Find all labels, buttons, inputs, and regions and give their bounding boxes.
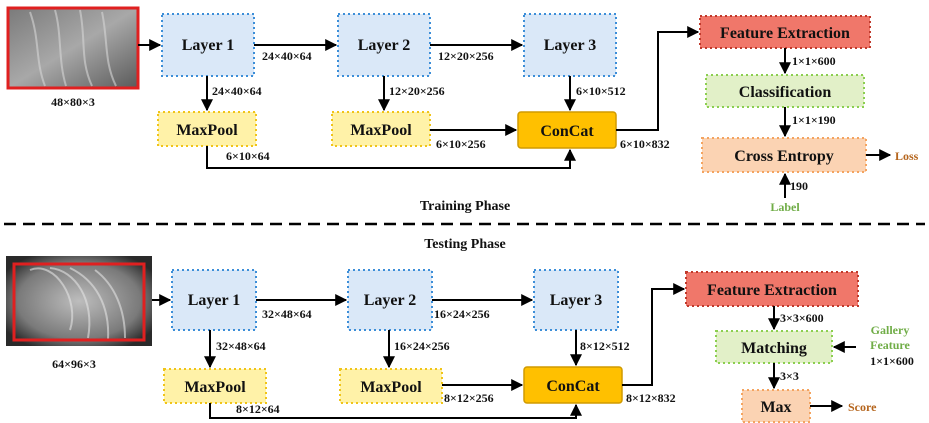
testing-dim-fe-m: 3×3×600 <box>780 311 824 325</box>
testing-phase-label: Testing Phase <box>424 237 506 252</box>
training-loss-text: Loss <box>895 149 919 163</box>
testing-layer3-box: Layer 3 <box>533 269 619 331</box>
training-ce-label: Cross Entropy <box>734 148 833 165</box>
training-concat-box: ConCat <box>517 111 617 149</box>
training-maxpool1-box: MaxPool <box>157 111 257 147</box>
testing-concat-box: ConCat <box>523 366 623 404</box>
training-phase: 48×80×3 Layer 1 Layer 2 Layer 3 MaxPool … <box>6 6 919 214</box>
testing-dim-mp2-cc: 8×12×256 <box>444 391 494 405</box>
training-classification-label: Classification <box>739 84 832 101</box>
training-dim-cl-ce: 1×1×190 <box>792 113 836 127</box>
testing-gallery-text-1: Gallery <box>871 323 910 337</box>
training-fe-label: Feature Extraction <box>720 25 850 42</box>
testing-phase: 64×96×3 Layer 1 Layer 2 Layer 3 MaxPool … <box>6 256 914 423</box>
testing-layer2-label: Layer 2 <box>364 292 417 309</box>
testing-max-label: Max <box>760 399 791 416</box>
testing-layer2-box: Layer 2 <box>347 269 433 331</box>
training-dim-fe-cl: 1×1×600 <box>792 54 836 68</box>
testing-input-image <box>6 256 152 346</box>
training-label-dim: 190 <box>790 179 808 193</box>
testing-layer3-label: Layer 3 <box>550 292 603 309</box>
testing-gallery-dim: 1×1×600 <box>870 354 914 368</box>
testing-feature-extraction-box: Feature Extraction <box>685 271 859 307</box>
testing-matching-box: Matching <box>715 330 833 364</box>
training-feature-extraction-box: Feature Extraction <box>699 15 871 49</box>
testing-arrows <box>152 283 856 419</box>
training-phase-label: Training Phase <box>420 199 510 214</box>
testing-dim-l2-l3: 16×24×256 <box>434 307 490 321</box>
training-classification-box: Classification <box>705 74 865 108</box>
testing-layer1-box: Layer 1 <box>171 269 257 331</box>
training-dim-mp2-cc: 6×10×256 <box>436 137 486 151</box>
testing-concat-label: ConCat <box>546 378 600 395</box>
testing-maxpool1-box: MaxPool <box>163 368 267 404</box>
testing-layer1-label: Layer 1 <box>188 292 241 309</box>
training-input-dim: 48×80×3 <box>51 95 95 109</box>
training-maxpool2-box: MaxPool <box>331 111 431 147</box>
training-label-text: Label <box>770 200 800 214</box>
testing-maxpool2-label: MaxPool <box>360 379 422 396</box>
training-dim-cc-fe: 6×10×832 <box>620 137 670 151</box>
training-layer2-box: Layer 2 <box>337 13 431 77</box>
training-layer3-label: Layer 3 <box>544 37 597 54</box>
training-layer3-box: Layer 3 <box>523 13 617 77</box>
training-maxpool1-label: MaxPool <box>176 122 238 139</box>
testing-maxpool1-label: MaxPool <box>184 379 246 396</box>
training-input-image <box>6 6 140 90</box>
training-layer1-label: Layer 1 <box>182 37 235 54</box>
training-dim-l3-cc: 6×10×512 <box>576 84 626 98</box>
training-concat-label: ConCat <box>540 123 594 140</box>
testing-gallery-text-2: Feature <box>870 338 910 352</box>
testing-dim-l2-mp: 16×24×256 <box>394 339 450 353</box>
testing-dim-mp1-cc: 8×12×64 <box>236 402 280 416</box>
training-dim-l1-l2: 24×40×64 <box>262 49 312 63</box>
training-maxpool2-label: MaxPool <box>350 122 412 139</box>
testing-dim-cc-fe: 8×12×832 <box>626 391 676 405</box>
testing-dim-l3-cc: 8×12×512 <box>580 339 630 353</box>
testing-score-text: Score <box>848 400 877 414</box>
training-arrows <box>138 26 892 198</box>
training-dim-mp1-cc: 6×10×64 <box>226 149 270 163</box>
testing-input-dim: 64×96×3 <box>52 357 96 371</box>
testing-maxpool2-box: MaxPool <box>339 368 443 404</box>
training-cross-entropy-box: Cross Entropy <box>701 137 867 173</box>
testing-dim-l1-l2: 32×48×64 <box>262 307 312 321</box>
testing-max-box: Max <box>741 389 811 423</box>
training-layer2-label: Layer 2 <box>358 37 411 54</box>
training-dim-l2-mp: 12×20×256 <box>389 84 445 98</box>
training-dim-l1-mp: 24×40×64 <box>212 84 262 98</box>
training-layer1-box: Layer 1 <box>161 13 255 77</box>
testing-dim-l1-mp: 32×48×64 <box>216 339 266 353</box>
testing-fe-label: Feature Extraction <box>707 282 837 299</box>
training-dim-l2-l3: 12×20×256 <box>438 49 494 63</box>
testing-dim-m-max: 3×3 <box>780 369 799 383</box>
testing-matching-label: Matching <box>741 340 807 357</box>
